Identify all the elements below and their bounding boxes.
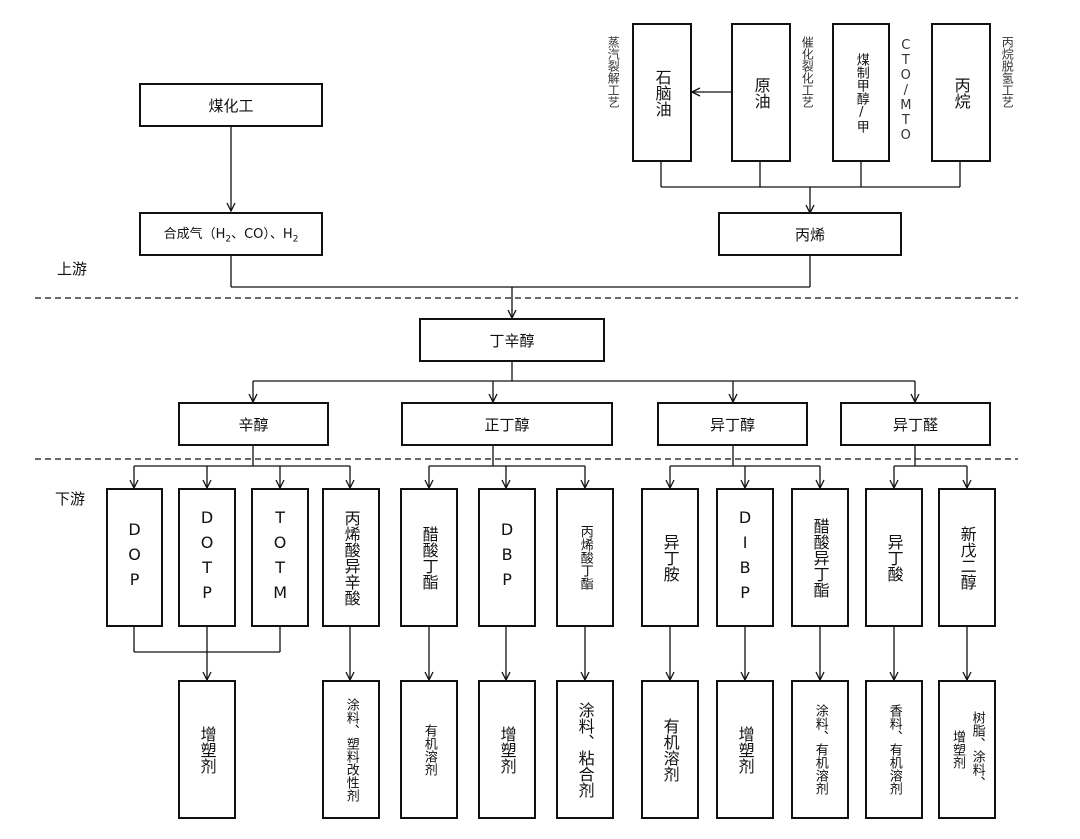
propane-label: 丙烷 xyxy=(951,76,971,109)
isobutylamine-box: 异丁胺 xyxy=(641,488,699,627)
isobutylamine-label: 异丁胺 xyxy=(660,533,680,582)
plasticizer-label-2: 增塑剂 xyxy=(497,725,517,774)
coating-solvent-box: 涂料、有机溶剂 xyxy=(791,680,849,819)
isobutanol-box: 异丁醇 xyxy=(657,402,808,446)
coating-plastic-modifier-label: 涂料、塑料改性剂 xyxy=(343,697,359,802)
butanol-octanol-box: 丁辛醇 xyxy=(419,318,605,362)
naphtha-box: 石脑油 xyxy=(632,23,692,162)
isobutyraldehyde-label: 异丁醛 xyxy=(892,415,938,434)
plasticizer-box-3: 增塑剂 xyxy=(716,680,774,819)
coal-to-methanol-box: 煤制甲醇/甲 xyxy=(832,23,890,162)
ethylhexyl-acrylate-label: 丙烯酸异辛酸 xyxy=(341,509,361,606)
propylene-box: 丙烯 xyxy=(718,212,902,256)
naphtha-label: 石脑油 xyxy=(652,68,672,117)
dibp-label: DIBP xyxy=(735,507,755,608)
fragrance-solvent-label: 香料、有机溶剂 xyxy=(886,704,902,795)
isobutyric-acid-label: 异丁酸 xyxy=(884,533,904,582)
dop-box: DOP xyxy=(106,488,163,627)
pdh-note: 丙烷脱氢工艺 xyxy=(1000,36,1015,108)
plasticizer-label-1: 增塑剂 xyxy=(197,725,217,774)
dibp-box: DIBP xyxy=(716,488,774,627)
organic-solvent-label-1: 有机溶剂 xyxy=(421,723,437,776)
propane-box: 丙烷 xyxy=(931,23,991,162)
butyl-acrylate-box: 丙烯酸丁酯 xyxy=(556,488,614,627)
butyl-acetate-label: 醋酸丁酯 xyxy=(419,525,439,590)
coating-adhesive-box: 涂料、粘合剂 xyxy=(556,680,614,819)
coal-to-methanol-label: 煤制甲醇/甲 xyxy=(853,52,869,133)
butanol-octanol-label: 丁辛醇 xyxy=(489,331,535,350)
dbp-box: DBP xyxy=(478,488,536,627)
isobutyraldehyde-box: 异丁醛 xyxy=(840,402,991,446)
neopentyl-glycol-box: 新戊二醇 xyxy=(938,488,996,627)
coating-plastic-modifier-box: 涂料、塑料改性剂 xyxy=(322,680,380,819)
resin-coating-label: 树脂、涂料、 xyxy=(969,710,985,789)
dbp-label: DBP xyxy=(497,520,517,595)
isobutyl-acetate-label: 醋酸异丁酯 xyxy=(810,517,830,598)
isobutyric-acid-box: 异丁酸 xyxy=(865,488,923,627)
dop-label: DOP xyxy=(125,520,145,595)
cto-mto-note: CTO/MTO xyxy=(898,38,914,143)
crude-oil-box: 原油 xyxy=(731,23,791,162)
butyl-acrylate-label: 丙烯酸丁酯 xyxy=(577,525,593,590)
plasticizer-box-1: 增塑剂 xyxy=(178,680,236,819)
organic-solvent-label-2: 有机溶剂 xyxy=(660,717,680,782)
totm-label: TOTM xyxy=(270,507,290,608)
plasticizer-box-2: 增塑剂 xyxy=(478,680,536,819)
organic-solvent-box-1: 有机溶剂 xyxy=(400,680,458,819)
propylene-label: 丙烯 xyxy=(794,225,825,244)
steam-cracking-note: 蒸汽裂解工艺 xyxy=(606,36,621,108)
dotp-label: DOTP xyxy=(197,507,217,608)
octanol-label: 辛醇 xyxy=(238,415,269,434)
upstream-label: 上游 xyxy=(57,260,88,278)
totm-box: TOTM xyxy=(251,488,309,627)
ethylhexyl-acrylate-box: 丙烯酸异辛酸 xyxy=(322,488,380,627)
neopentyl-glycol-label: 新戊二醇 xyxy=(957,525,977,590)
octanol-box: 辛醇 xyxy=(178,402,329,446)
butyl-acetate-box: 醋酸丁酯 xyxy=(400,488,458,627)
syngas-label: 合成气（H2、CO）、H2 xyxy=(163,227,299,245)
organic-solvent-box-2: 有机溶剂 xyxy=(641,680,699,819)
coating-adhesive-label: 涂料、粘合剂 xyxy=(575,701,595,798)
isobutanol-label: 异丁醇 xyxy=(709,415,755,434)
coal-chemical-label: 煤化工 xyxy=(208,96,254,115)
dotp-box: DOTP xyxy=(178,488,236,627)
plasticizer-label-3: 增塑剂 xyxy=(735,725,755,774)
n-butanol-label: 正丁醇 xyxy=(484,415,530,434)
plasticizer-label-4: 增塑剂 xyxy=(950,730,965,769)
coal-chemical-box: 煤化工 xyxy=(139,83,323,127)
catalytic-cracking-note: 催化裂化工艺 xyxy=(800,36,815,108)
fragrance-solvent-box: 香料、有机溶剂 xyxy=(865,680,923,819)
coating-solvent-label: 涂料、有机溶剂 xyxy=(812,704,828,795)
isobutyl-acetate-box: 醋酸异丁酯 xyxy=(791,488,849,627)
downstream-label: 下游 xyxy=(55,490,86,508)
crude-oil-label: 原油 xyxy=(751,76,771,109)
resin-coating-plasticizer-box: 增塑剂 树脂、涂料、 xyxy=(938,680,996,819)
syngas-box: 合成气（H2、CO）、H2 xyxy=(139,212,323,256)
n-butanol-box: 正丁醇 xyxy=(401,402,613,446)
